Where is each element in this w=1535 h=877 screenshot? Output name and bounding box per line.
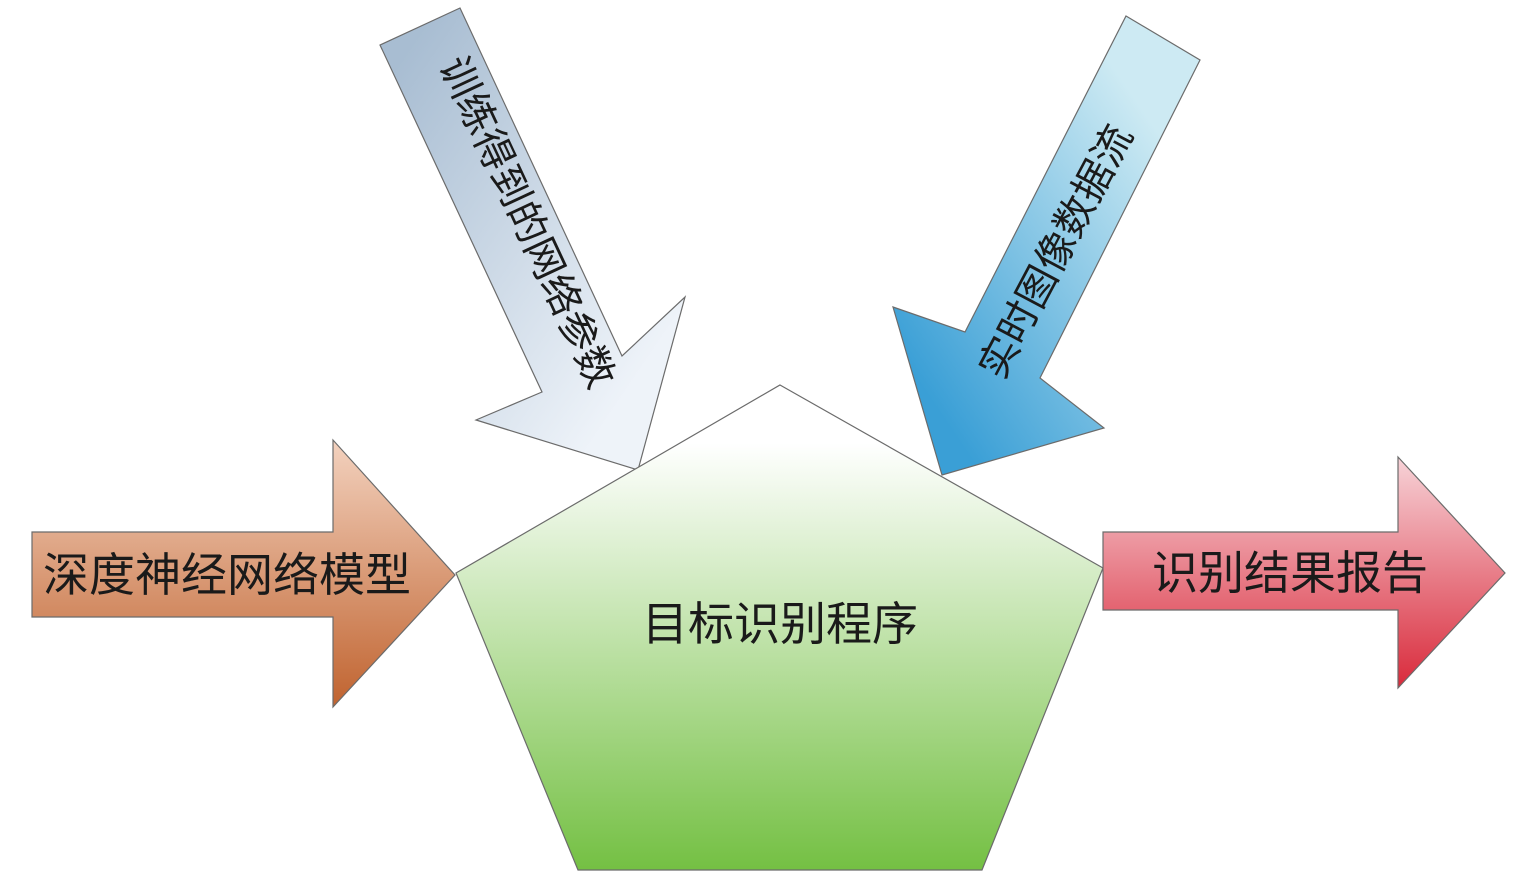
stream-input-arrow: 实时图像数据流 <box>892 15 1201 476</box>
recognition-program-pentagon: 目标识别程序 <box>455 384 1104 871</box>
result-output-label: 识别结果报告 <box>1152 546 1428 600</box>
params-input-arrow: 训练得到的网络参数 <box>379 7 687 471</box>
recognition-program-label: 目标识别程序 <box>642 597 918 651</box>
model-input-label: 深度神经网络模型 <box>43 548 411 602</box>
model-input-arrow: 深度神经网络模型 <box>31 438 456 709</box>
result-output-arrow: 识别结果报告 <box>1102 455 1506 690</box>
